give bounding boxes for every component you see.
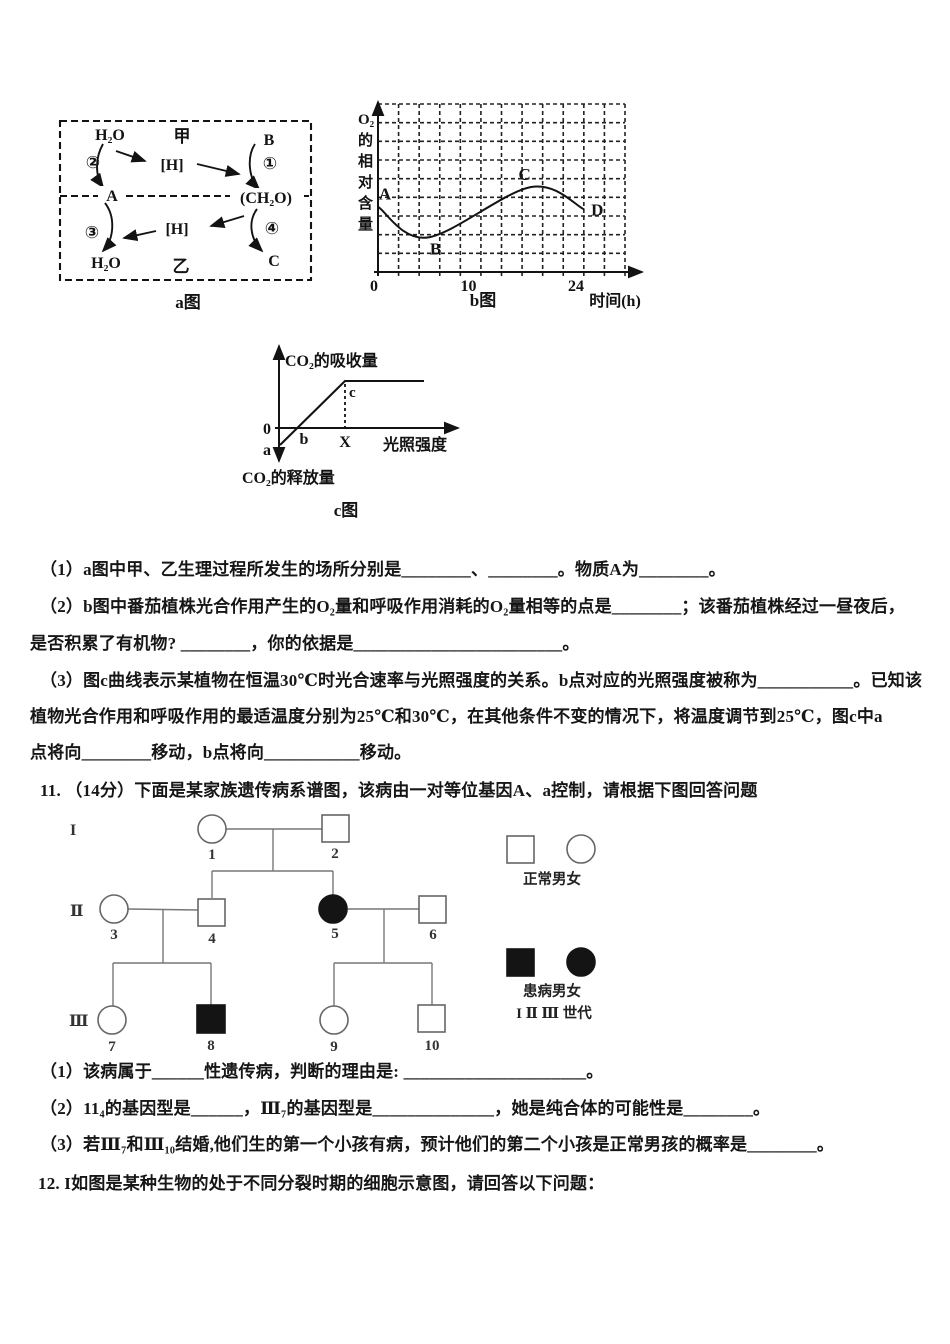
figb-tick-label-10: 10	[461, 278, 477, 295]
individual-4-number: 4	[208, 931, 216, 947]
figb-point-label-B: B	[430, 240, 441, 259]
figb-tick-label-24: 24	[568, 278, 584, 295]
label-step4: ④	[265, 219, 279, 238]
individual-1-female	[197, 814, 227, 844]
legend-normal-male-icon	[506, 835, 535, 864]
pedigree-figure: 1 2 3 4 5 6 7 8 9 10 I Ⅱ Ⅲ 正常男女 患病男女 I Ⅱ…	[69, 814, 596, 1055]
dashed-box	[58, 119, 313, 282]
individual-9-female	[319, 1005, 349, 1035]
question-10-2-cont: 是否积累了有机物? ________，你的依据是________________…	[30, 634, 580, 653]
label-step3: ③	[85, 223, 99, 242]
arrow-H-to-ch2o	[196, 163, 241, 177]
legend-affected-label: 患病男女	[523, 982, 581, 1000]
question-12-stem: 12. I如图是某种生物的处于不同分裂时期的细胞示意图，请回答以下问题：	[38, 1174, 605, 1193]
figb-tick-label-0: 0	[370, 278, 378, 295]
figc-x-axis-label: 光照强度	[382, 435, 448, 454]
arrow-h2o-to-H	[115, 150, 147, 163]
individual-6-number: 6	[429, 927, 437, 943]
label-yi: 乙	[173, 257, 190, 276]
legend-normal-label: 正常男女	[523, 870, 581, 888]
question-11-1: （1）该病属于______性遗传病，判断的理由是: ______________…	[40, 1062, 604, 1081]
figc-point-a: a	[263, 442, 271, 459]
label-A: A	[106, 188, 118, 205]
figc-ylabel-release: CO₂的释放量	[242, 468, 335, 487]
question-11-3: （3）若Ⅲ₇和Ⅲ₁₀结婚,他们生的第一个小孩有病，预计他们的第二个小孩是正常男孩…	[40, 1135, 835, 1154]
figc-point-b: b	[300, 431, 309, 448]
arrow-ch2o-to-C	[248, 208, 264, 253]
individual-1-number: 1	[208, 847, 216, 863]
individual-4-male	[197, 898, 226, 927]
generation-label-3: Ⅲ	[69, 1013, 88, 1030]
arrow-A-to-h2o	[101, 202, 117, 253]
question-10-3-cont2: 点将向________移动，b点将向___________移动。	[30, 743, 412, 762]
figure-c-caption: c图	[334, 501, 359, 520]
question-10-3-cont: 植物光合作用和呼吸作用的最适温度分别为25℃和30℃，在其他条件不变的情况下，将…	[30, 707, 883, 726]
question-10-2: （2）b图中番茄植株光合作用产生的O₂量和呼吸作用消耗的O₂量相等的点是____…	[40, 597, 905, 616]
figc-curve	[279, 379, 424, 446]
label-h2o-bottom: H₂O	[91, 255, 121, 272]
question-10-3: （3）图c曲线表示某植物在恒温30℃时光合速率与光照强度的关系。b点对应的光照强…	[40, 671, 923, 690]
individual-7-female	[97, 1005, 127, 1035]
question-11-stem: 11. （14分）下面是某家族遗传病系谱图，该病由一对等位基因A、a控制，请根据…	[40, 781, 758, 800]
figb-point-label-C: C	[518, 165, 530, 184]
legend-normal-female-icon	[566, 834, 596, 864]
individual-3-number: 3	[110, 927, 118, 943]
legend-affected-female-icon	[566, 947, 596, 977]
individual-5-female-affected	[318, 894, 348, 924]
individual-7-number: 7	[108, 1039, 116, 1055]
figb-point-label-D: D	[591, 201, 603, 220]
individual-9-number: 9	[330, 1039, 338, 1055]
label-B: B	[264, 132, 275, 149]
label-h2o-top: H₂O	[95, 127, 125, 144]
individual-2-number: 2	[331, 846, 339, 862]
figc-point-x: X	[339, 434, 351, 451]
individual-10-male	[417, 1004, 446, 1033]
figure-b-caption: b图	[470, 291, 496, 310]
question-11-2: （2）11₄的基因型是______，Ⅲ₇的基因型是______________，…	[40, 1099, 771, 1118]
individual-8-number: 8	[207, 1038, 215, 1054]
arrow-B-to-ch2o	[245, 143, 261, 191]
label-step1: ①	[263, 154, 277, 173]
figc-ylabel-absorb: CO₂的吸收量	[285, 351, 378, 370]
label-C: C	[268, 253, 280, 270]
label-jia: 甲	[174, 127, 191, 146]
arrow-ch2o-to-H-bottom	[209, 215, 245, 228]
figure-a-caption: a图	[175, 293, 201, 312]
label-ch2o: (CH₂O)	[240, 190, 292, 207]
legend-affected-male-icon	[506, 948, 535, 977]
figb-grid	[378, 103, 626, 277]
individual-2-male	[321, 814, 350, 843]
figb-x-axis-label: 时间(h)	[589, 291, 641, 310]
generation-label-1: I	[70, 822, 76, 839]
label-H-bottom: [H]	[165, 221, 188, 238]
figc-origin-label: 0	[263, 421, 271, 438]
figb-point-label-A: A	[379, 185, 392, 204]
generation-label-2: Ⅱ	[70, 903, 83, 920]
legend-generations-label: I Ⅱ Ⅲ 世代	[516, 1004, 592, 1022]
pedigree-connector-lines	[112, 828, 433, 1006]
figure-c-co2-light-chart: CO₂的吸收量 0 b c X 光照强度 a CO₂的释放量 c图	[242, 344, 460, 520]
label-step2: ②	[86, 153, 100, 172]
individual-3-female	[99, 894, 129, 924]
figc-point-c: c	[349, 385, 356, 401]
label-H-top: [H]	[160, 157, 183, 174]
question-10-1: （1）a图中甲、乙生理过程所发生的场所分别是________、________。…	[40, 560, 726, 579]
individual-8-male-affected	[196, 1004, 226, 1034]
arrow-h2o-to-A	[90, 143, 105, 189]
individual-5-number: 5	[331, 926, 339, 942]
arrow-H-to-step3	[122, 229, 157, 242]
individual-10-number: 10	[425, 1038, 440, 1054]
figb-curve	[377, 185, 585, 239]
label-backing	[230, 188, 304, 205]
label-backing	[98, 186, 124, 202]
individual-6-male	[418, 895, 447, 924]
figure-a-metabolism-diagram: H₂O 甲 B ② [H] ① A (CH₂O) ③ [H] ④ H₂O 乙 C…	[58, 119, 313, 312]
